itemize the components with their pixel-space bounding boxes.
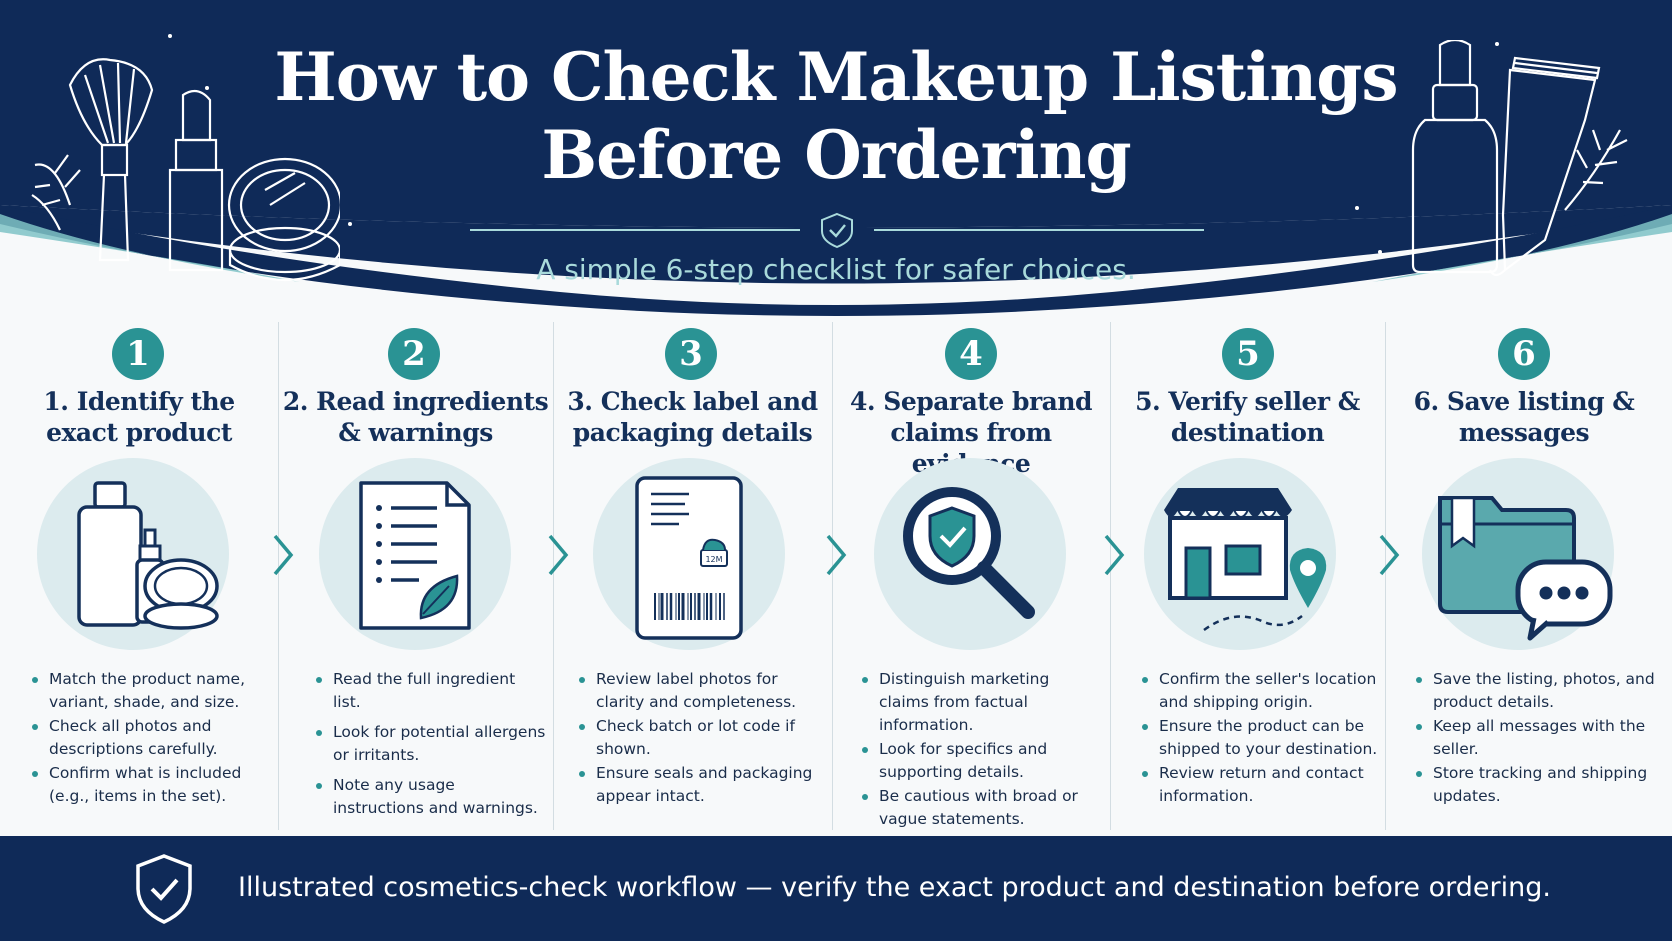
step-card-1: 1 1. Identify the exact product Mat [0,318,278,834]
step-icon-circle [37,458,229,650]
step-number-badge: 1 [112,328,164,380]
folder-message-icon [1438,496,1613,641]
step-icon-circle [1422,458,1614,650]
step-icon-circle [319,458,511,650]
shield-check-icon [136,854,192,924]
list-item: Review label photos for clarity and comp… [579,668,829,714]
list-item: Check batch or lot code if shown. [579,715,829,761]
column-divider [278,322,279,830]
step-bullet-list: Distinguish marketing claims from factua… [862,668,1102,832]
label-period-after-opening-text: 12M [705,555,722,564]
step-title-line-1: 5. Verify seller & [1135,387,1360,416]
step-title: 6. Save listing & messages [1385,386,1663,448]
column-divider [1385,322,1386,830]
step-title-line-2: packaging details [572,418,813,447]
cosmetics-products-icon [77,481,219,630]
list-item: Store tracking and shipping updates. [1416,762,1656,808]
step-title-line-2: messages [1458,418,1590,447]
step-bullet-list: Confirm the seller's location and shippi… [1142,668,1382,809]
list-item: Confirm what is included (e.g., items in… [32,762,272,808]
header-banner [0,0,1672,316]
step-number-badge: 5 [1222,328,1274,380]
list-item: Look for specifics and supporting detail… [862,738,1102,784]
footer-caption: Illustrated cosmetics-check workflow — v… [238,872,1551,903]
step-bullet-list: Read the full ingredient list. Look for … [316,668,546,821]
step-title-line-1: 4. Separate brand [850,387,1092,416]
list-item: Note any usage instructions and warnings… [316,774,546,820]
step-title-line-2: exact product [46,418,232,447]
step-title-line-2: & warnings [338,418,493,447]
chevron-right-icon [1379,534,1400,576]
ingredient-list-document-icon [359,481,471,630]
footer-banner: Illustrated cosmetics-check workflow — v… [0,836,1672,941]
step-title-line-1: 3. Check label and [567,387,818,416]
step-card-2: 2 2. Read ingredients & warnings [278,318,553,834]
column-divider [1110,322,1111,830]
list-item: Match the product name, variant, shade, … [32,668,272,714]
chevron-right-icon [548,534,569,576]
step-bullet-list: Review label photos for clarity and comp… [579,668,829,809]
step-title-line-1: 2. Read ingredients [282,387,549,416]
list-item: Review return and contact information. [1142,762,1382,808]
page-title: How to Check Makeup Listings Before Orde… [0,38,1672,194]
list-item: Confirm the seller's location and shippi… [1142,668,1382,714]
step-title-line-1: 1. Identify the [43,387,235,416]
list-item: Ensure the product can be shipped to you… [1142,715,1382,761]
step-icon-circle: 12M [593,458,785,650]
list-item: Check all photos and descriptions carefu… [32,715,272,761]
step-title-line-1: 6. Save listing & [1413,387,1635,416]
list-item: Save the listing, photos, and product de… [1416,668,1656,714]
page-subtitle: A simple 6-step checklist for safer choi… [536,253,1136,286]
step-title-line-2: destination [1170,418,1325,447]
step-icon-circle [874,458,1066,650]
step-card-5: 5 5. Verify seller & destination [1110,318,1385,834]
chevron-right-icon [1104,534,1125,576]
step-title: 1. Identify the exact product [0,386,278,448]
step-card-6: 6 6. Save listing & messages Save t [1385,318,1672,834]
chevron-right-icon [273,534,294,576]
step-number-badge: 4 [945,328,997,380]
makeup-brush-lipstick-compact-illustration [31,58,340,281]
title-divider [470,212,1204,249]
step-title: 3. Check label and packaging details [553,386,832,448]
step-bullet-list: Match the product name, variant, shade, … [32,668,272,809]
storefront-location-icon [1164,488,1327,632]
list-item: Look for potential allergens or irritant… [316,721,546,767]
step-card-3: 3 3. Check label and packaging details 1… [553,318,832,834]
steps-row: 1 1. Identify the exact product Mat [0,318,1672,834]
step-number-badge: 2 [388,328,440,380]
magnifier-shield-icon [903,487,1035,619]
list-item: Be cautious with broad or vague statemen… [862,785,1102,831]
step-number-badge: 3 [665,328,717,380]
list-item: Ensure seals and packaging appear intact… [579,762,829,808]
dropper-bottle-tube-illustration [1411,40,1628,277]
column-divider [553,322,554,830]
list-item: Distinguish marketing claims from factua… [862,668,1102,737]
step-card-4: 4 4. Separate brand claims from evidence… [832,318,1110,834]
column-divider [832,322,833,830]
step-title: 5. Verify seller & destination [1110,386,1385,448]
step-icon-circle [1144,458,1336,650]
step-bullet-list: Save the listing, photos, and product de… [1416,668,1656,809]
list-item: Keep all messages with the seller. [1416,715,1656,761]
step-number-badge: 6 [1498,328,1550,380]
page-title-line-2: Before Ordering [541,116,1131,194]
product-label-barcode-icon: 12M [635,476,743,640]
shield-icon [821,212,853,249]
list-item: Read the full ingredient list. [316,668,546,714]
chevron-right-icon [826,534,847,576]
step-title: 2. Read ingredients & warnings [278,386,553,448]
page-title-line-1: How to Check Makeup Listings [274,38,1398,116]
